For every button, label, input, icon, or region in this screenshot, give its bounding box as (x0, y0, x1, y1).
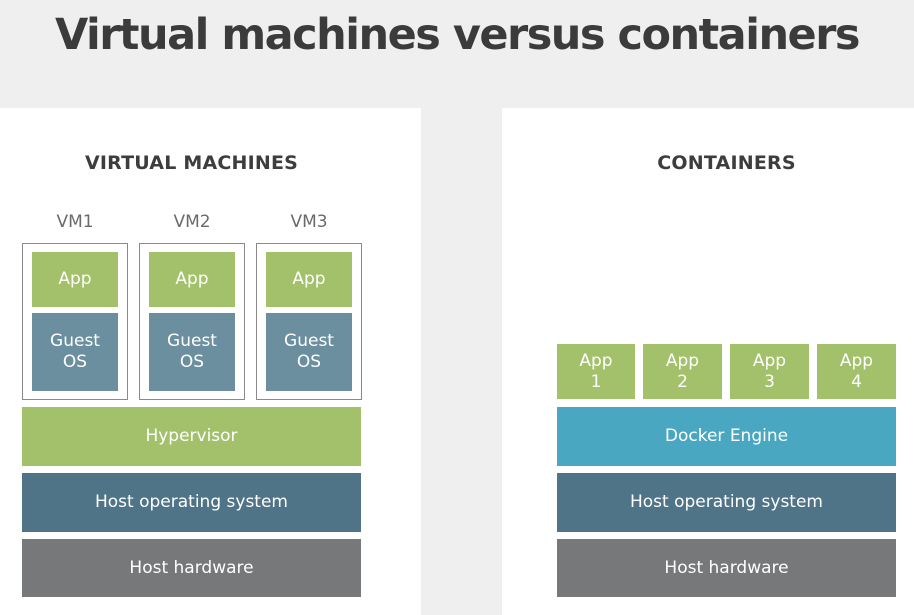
vm3-guest-os-block: Guest OS (266, 313, 352, 391)
vm1-label: VM1 (56, 212, 94, 232)
container-app4-block: App 4 (817, 344, 896, 399)
docker-engine-layer: Docker Engine (557, 407, 896, 466)
container-app1-block: App 1 (557, 344, 635, 399)
vm-heading: VIRTUAL MACHINES (84, 152, 299, 174)
vm-host-hardware-layer: Host hardware (22, 539, 361, 597)
container-host-os-layer: Host operating system (557, 473, 896, 532)
vm2-label: VM2 (173, 212, 211, 232)
vm-host-os-layer: Host operating system (22, 473, 361, 532)
vm2-box: App Guest OS (139, 243, 245, 400)
vm2-app-block: App (149, 252, 235, 307)
container-app3-block: App 3 (730, 344, 809, 399)
vm-panel: VIRTUAL MACHINES VM1 VM2 VM3 App Guest O… (0, 108, 421, 615)
page-title: Virtual machines versus containers (54, 10, 861, 60)
vm3-app-block: App (266, 252, 352, 307)
containers-heading: CONTAINERS (657, 152, 796, 174)
container-host-hardware-layer: Host hardware (557, 539, 896, 597)
containers-panel: CONTAINERS App 1 App 2 App 3 App 4 Docke… (502, 108, 914, 615)
vm3-box: App Guest OS (256, 243, 362, 400)
vm1-guest-os-block: Guest OS (32, 313, 118, 391)
hypervisor-layer: Hypervisor (22, 407, 361, 466)
vm3-label: VM3 (290, 212, 328, 232)
vm2-guest-os-block: Guest OS (149, 313, 235, 391)
container-app2-block: App 2 (643, 344, 722, 399)
vm1-box: App Guest OS (22, 243, 128, 400)
vm1-app-block: App (32, 252, 118, 307)
